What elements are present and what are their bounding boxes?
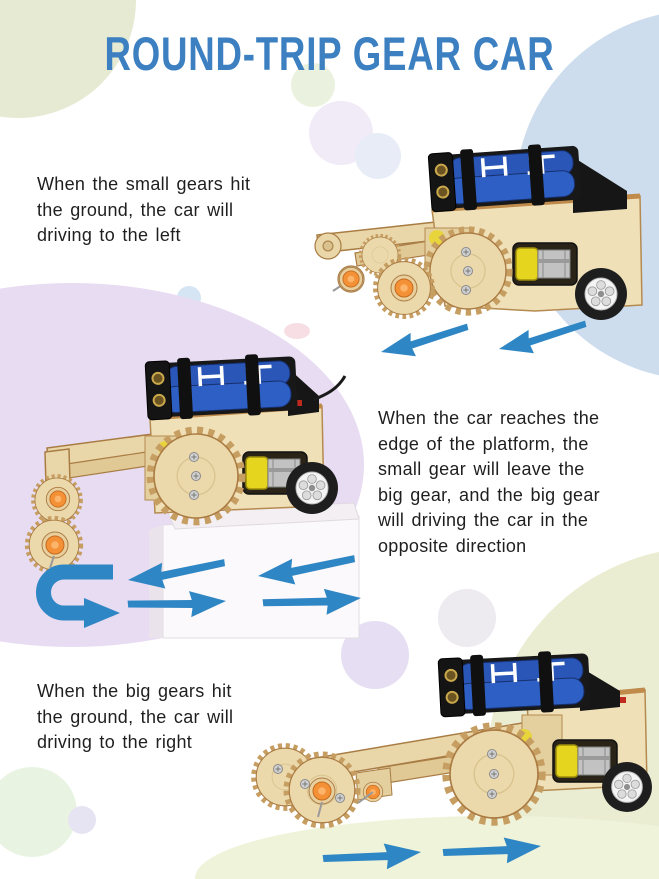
medium-gear <box>376 260 433 317</box>
arm-mid-hub <box>357 781 384 804</box>
caption-reverse-at-edge: When the car reaches the edge of the pla… <box>378 408 600 556</box>
decor-circle-green-bottomleft <box>0 767 77 857</box>
gear-arm <box>314 220 449 267</box>
page-title: ROUND-TRIP GEAR CAR <box>0 26 659 81</box>
decor-ellipse-pink <box>284 323 310 339</box>
decor-circle-periwinkle <box>355 133 401 179</box>
small-gear <box>358 233 402 277</box>
decor-circle-lavender-mid <box>341 621 409 689</box>
caption-drive-left: When the small gears hit the ground, the… <box>37 174 251 245</box>
decor-circle-mint <box>291 63 335 107</box>
decor-blob-lavender-left <box>0 283 364 647</box>
decor-circle-gray-mid <box>438 589 496 647</box>
decor-circle-lavender-bottomleft <box>68 806 96 834</box>
left-arrow-icon <box>378 320 472 364</box>
arm-end-gear-front <box>287 755 358 826</box>
small-gear-hub <box>332 265 365 293</box>
pulley-yellow <box>429 230 445 246</box>
page-title-text: ROUND-TRIP GEAR CAR <box>104 27 555 80</box>
caption-drive-right: When the big gears hit the ground, the c… <box>37 681 234 752</box>
big-gear <box>427 230 509 312</box>
decor-ellipse-green-ground <box>195 816 659 879</box>
